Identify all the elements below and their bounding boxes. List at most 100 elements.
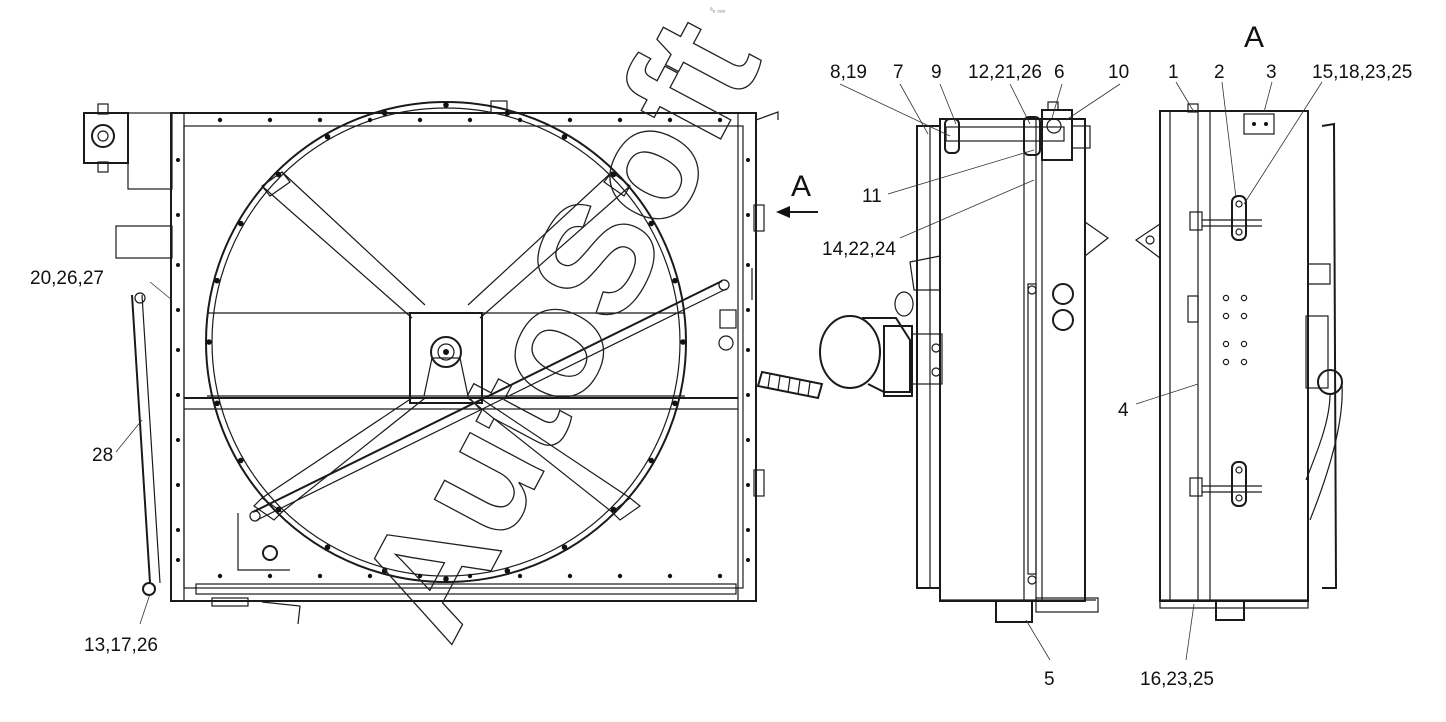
left-strut: [131, 292, 161, 596]
bolt-dot: [176, 308, 180, 312]
end-hose: [1305, 315, 1343, 521]
bolt-dot: [746, 213, 750, 217]
bolt-dot: [176, 348, 180, 352]
bolt-dot: [1222, 294, 1230, 302]
label-16-23-25: 16,23,25: [1140, 669, 1214, 690]
bolt-dot: [567, 117, 573, 123]
label-13-17-26: 13,17,26: [84, 635, 158, 656]
bolt-dot: [317, 573, 323, 579]
label-12-21-26: 12,21,26: [968, 62, 1042, 83]
bolt-dot: [1240, 294, 1248, 302]
fan-shroud: [205, 101, 687, 583]
bolt-dot: [1240, 358, 1248, 366]
shroud-bolts: [206, 102, 686, 582]
bolt-dot: [717, 573, 723, 579]
bolt-dot: [1222, 358, 1230, 366]
label-6: 6: [1054, 62, 1065, 83]
bolt-dot: [680, 339, 686, 345]
bolt-dot: [746, 348, 750, 352]
bolt-dot: [176, 393, 180, 397]
support-rod: [249, 279, 730, 522]
bolt-dot: [237, 220, 244, 227]
frame-outer: [170, 112, 757, 602]
bolt-dot: [176, 158, 180, 162]
bolt-dot: [610, 171, 617, 178]
bolt-dot: [517, 573, 523, 579]
label-10: 10: [1108, 62, 1129, 83]
bolt-dot: [417, 117, 423, 123]
bolt-dot: [746, 438, 750, 442]
view-arrow: [776, 206, 818, 218]
bolt-dot: [504, 568, 511, 574]
side-hose: [819, 291, 943, 397]
bolt-dot: [275, 171, 282, 178]
end-panel-bolts: [1222, 294, 1248, 366]
front-view: [83, 100, 824, 625]
bolt-dot: [176, 558, 180, 562]
bolt-dot: [443, 102, 449, 108]
label-5: 5: [1044, 669, 1055, 690]
bolt-dot: [746, 558, 750, 562]
bolt-dot: [206, 339, 212, 345]
bolt-dot: [267, 573, 273, 579]
bolt-dot: [176, 483, 180, 487]
bolt-dot: [417, 573, 423, 579]
bolt-dot: [443, 576, 449, 582]
bolt-dot: [381, 568, 388, 574]
bolt-dot: [381, 110, 388, 116]
label-8-19: 8,19: [830, 62, 867, 83]
side-view: [819, 101, 1110, 623]
bolt-dot: [237, 457, 244, 464]
bolt-dot: [648, 457, 655, 464]
bolt-dot: [317, 117, 323, 123]
bolt-dot: [667, 573, 673, 579]
label-14-22-24: 14,22,24: [822, 239, 896, 260]
bolt-dot: [367, 573, 373, 579]
label-2: 2: [1214, 62, 1225, 83]
right-clamp-hardware: [718, 204, 765, 497]
bolt-dot: [561, 133, 568, 140]
bolt-dot: [746, 158, 750, 162]
leader-lines: [115, 81, 1323, 661]
top-right-bracket: [755, 111, 779, 121]
bolt-dot: [1240, 340, 1248, 348]
bolt-dot: [617, 573, 623, 579]
view-marker-right: A: [1244, 21, 1264, 54]
left-mount-block: [83, 103, 173, 190]
side-top-rail: [945, 126, 1065, 142]
bolt-dot: [517, 117, 523, 123]
bolt-dot: [672, 400, 678, 407]
left-hose-stub: [115, 225, 173, 259]
label-3: 3: [1266, 62, 1277, 83]
latch-top: [1189, 195, 1262, 241]
bolt-dot: [1240, 312, 1248, 320]
bolt-dot: [746, 308, 750, 312]
bolt-dot: [717, 117, 723, 123]
bolt-dot: [561, 544, 568, 551]
end-view-a: [1134, 103, 1343, 621]
bolt-dot: [617, 117, 623, 123]
bolt-dot: [648, 220, 655, 227]
bolt-dot: [504, 110, 511, 116]
bolt-dot: [746, 528, 750, 532]
label-4: 4: [1118, 400, 1129, 421]
label-9: 9: [931, 62, 942, 83]
bolt-dot: [267, 117, 273, 123]
watermark: AutoSoft: [325, 0, 793, 664]
view-marker-left: A: [791, 170, 811, 203]
bolt-dot: [214, 277, 220, 284]
bolt-dot: [567, 573, 573, 579]
handle-grip: [756, 370, 824, 400]
bolt-dot: [176, 263, 180, 267]
label-20-26-27: 20,26,27: [30, 268, 104, 289]
bolt-dot: [217, 117, 223, 123]
bolt-dot: [746, 483, 750, 487]
bolt-dot: [672, 277, 678, 284]
bolt-dot: [324, 133, 331, 140]
label-28: 28: [92, 445, 113, 466]
label-7: 7: [893, 62, 904, 83]
bolt-dot: [176, 213, 180, 217]
label-11: 11: [862, 186, 882, 207]
